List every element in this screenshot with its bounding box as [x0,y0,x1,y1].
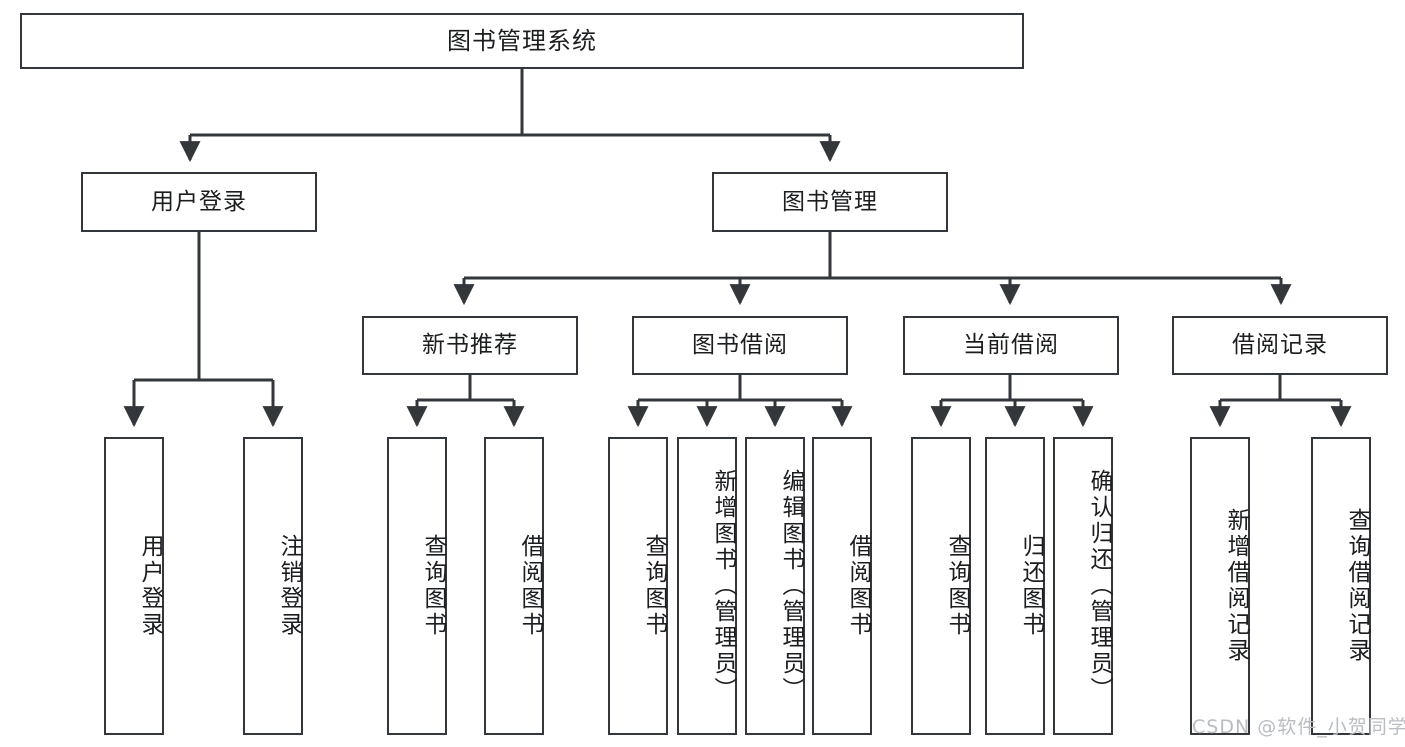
node-book-management-label: 图书管理 [782,188,878,215]
leaf-user-login-label: 用户登录 [137,534,163,638]
leaf-logout[interactable]: 注销登录 [243,437,303,735]
leaf-add-borrow-record-label: 新增借阅记录 [1223,508,1249,664]
leaf-query-borrow-record[interactable]: 查询借阅记录 [1311,437,1371,735]
leaf-query-book-borrow[interactable]: 查询图书 [608,437,668,735]
node-borrow-record[interactable]: 借阅记录 [1172,316,1388,375]
leaf-borrow-book[interactable]: 借阅图书 [812,437,872,735]
leaf-user-login[interactable]: 用户登录 [104,437,164,735]
leaf-logout-label: 注销登录 [276,534,302,638]
node-book-borrow-label: 图书借阅 [692,332,788,359]
leaf-query-book-recommend-label: 查询图书 [420,534,446,638]
node-current-borrow-label: 当前借阅 [963,332,1059,359]
node-book-borrow[interactable]: 图书借阅 [632,316,848,375]
leaf-borrow-book-recommend-label: 借阅图书 [517,534,543,638]
leaf-confirm-return-admin[interactable]: 确认归还（管理员） [1053,437,1113,735]
node-root-label: 图书管理系统 [447,27,597,55]
node-new-book-recommend-label: 新书推荐 [422,332,518,359]
leaf-add-book-admin[interactable]: 新增图书（管理员） [677,437,737,735]
watermark: CSDN @软件_小贺同学 [1192,716,1405,738]
leaf-confirm-return-admin-label: 确认归还（管理员） [1086,469,1112,703]
leaf-query-borrow-record-label: 查询借阅记录 [1344,508,1370,664]
leaf-return-book-label: 归还图书 [1018,534,1044,638]
leaf-borrow-book-label: 借阅图书 [845,534,871,638]
leaf-add-book-admin-label: 新增图书（管理员） [710,469,736,703]
leaf-query-book-current-label: 查询图书 [944,534,970,638]
leaf-borrow-book-recommend[interactable]: 借阅图书 [484,437,544,735]
node-book-management[interactable]: 图书管理 [712,172,948,232]
leaf-query-book-current[interactable]: 查询图书 [911,437,971,735]
leaf-return-book[interactable]: 归还图书 [985,437,1045,735]
node-user-login-label: 用户登录 [151,188,247,215]
node-borrow-record-label: 借阅记录 [1232,332,1328,359]
node-new-book-recommend[interactable]: 新书推荐 [362,316,578,375]
node-root[interactable]: 图书管理系统 [20,13,1024,69]
leaf-edit-book-admin[interactable]: 编辑图书（管理员） [745,437,805,735]
node-current-borrow[interactable]: 当前借阅 [903,316,1119,375]
leaf-edit-book-admin-label: 编辑图书（管理员） [778,469,804,703]
leaf-query-book-borrow-label: 查询图书 [641,534,667,638]
leaf-add-borrow-record[interactable]: 新增借阅记录 [1190,437,1250,735]
node-user-login[interactable]: 用户登录 [81,172,317,232]
leaf-query-book-recommend[interactable]: 查询图书 [387,437,447,735]
